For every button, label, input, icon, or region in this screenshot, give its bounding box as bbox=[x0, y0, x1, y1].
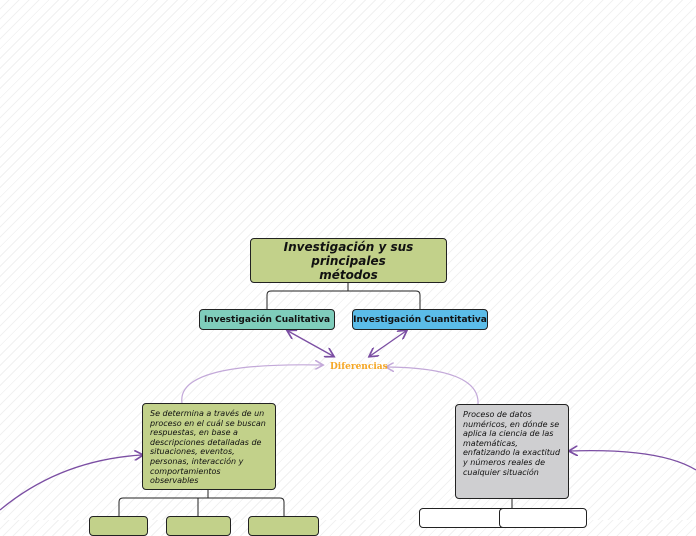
qualitative-subtopic-3[interactable] bbox=[248, 516, 319, 536]
root-topic[interactable]: Investigación y sus principales métodos bbox=[250, 238, 447, 283]
quantitative-label: Investigación Cuantitativa bbox=[353, 314, 487, 325]
quantitative-subtopic-2[interactable] bbox=[499, 508, 587, 528]
connectors bbox=[0, 283, 696, 516]
qualitative-topic[interactable]: Investigación Cualitativa bbox=[199, 309, 335, 330]
qualitative-description[interactable]: Se determina a través de un proceso en e… bbox=[142, 403, 276, 490]
root-title: Investigación y sus principales métodos bbox=[283, 239, 414, 282]
quantitative-subtopic-1[interactable] bbox=[419, 508, 509, 528]
quantitative-topic[interactable]: Investigación Cuantitativa bbox=[352, 309, 488, 330]
qualitative-label: Investigación Cualitativa bbox=[203, 314, 331, 325]
qualitative-subtopic-1[interactable] bbox=[89, 516, 148, 536]
qualitative-subtopic-2[interactable] bbox=[166, 516, 231, 536]
quantitative-description[interactable]: Proceso de datos numéricos, en dónde se … bbox=[455, 404, 569, 499]
relation-label[interactable]: Diferencias bbox=[330, 362, 388, 372]
